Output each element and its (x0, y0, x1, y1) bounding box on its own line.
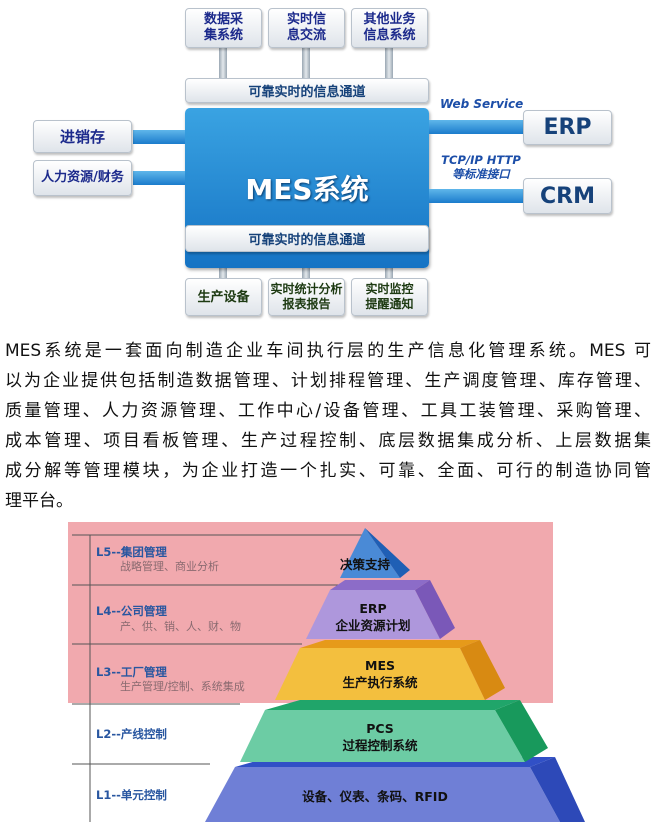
tier-pcs-subtitle: 过程控制系统 (342, 738, 418, 753)
paragraph-line: 成分解等管理模块，为企业打造一个扎实、可靠、全面、可行的制造协同管 (5, 461, 651, 481)
tier-side (365, 528, 410, 578)
tcp-line1: TCP/IP HTTP (441, 153, 521, 167)
tier-pcs-label: PCS 过程控制系统 (305, 720, 455, 754)
tier-top (265, 700, 520, 710)
connector-arrow (302, 48, 310, 78)
tier-mes-label: MES 生产执行系统 (305, 657, 455, 691)
web-service-label: Web Service (440, 97, 524, 111)
top-box-data-collection: 数据采 集系统 (185, 8, 262, 48)
double-arrow (429, 120, 523, 134)
tier-pcs (240, 710, 525, 762)
erp-box: ERP (523, 110, 612, 145)
tier-mes-subtitle: 生产执行系统 (342, 675, 418, 690)
connector-arrow (219, 48, 227, 78)
description-paragraph: MES系统是一套面向制造企业车间执行层的生产信息化管理系统。MES 可 以为企业… (5, 336, 651, 516)
tier-mes (275, 648, 485, 700)
tier-side (415, 580, 455, 639)
level-l4-desc: 产、供、销、人、财、物 (120, 620, 241, 633)
paragraph-line: 以为企业提供包括制造数据管理、计划排程管理、生产调度管理、库存管理、 (5, 371, 651, 391)
tier-side (495, 700, 548, 762)
paragraph-line: MES系统是一套面向制造企业车间执行层的生产信息化管理系统。MES 可 (5, 341, 651, 361)
tcp-label: TCP/IP HTTP 等标准接口 (436, 153, 526, 181)
tier-erp (306, 590, 440, 639)
top-box-realtime-info: 实时信 息交流 (268, 8, 345, 48)
crm-box: CRM (523, 178, 612, 214)
paragraph-line: 质量管理、人力资源管理、工作中心/设备管理、工具工装管理、采购管理、 (5, 401, 651, 421)
channel-bottom: 可靠实时的信息通道 (185, 225, 429, 252)
bottom-box-equipment: 生产设备 (185, 278, 262, 316)
bottom-box-statistics: 实时统计分析 报表报告 (268, 278, 345, 316)
left-box-hr-finance: 人力资源/财务 (33, 160, 132, 196)
channel-top: 可靠实时的信息通道 (185, 78, 429, 103)
level-l3-label: L3--工厂管理 (96, 665, 167, 679)
level-l5-label: L5--集团管理 (96, 545, 167, 559)
tier-decision-label: 决策支持 (339, 557, 390, 572)
level-l3-desc: 生产管理/控制、系统集成 (120, 680, 245, 693)
double-arrow (133, 171, 185, 185)
tier-erp-title: ERP (359, 601, 387, 616)
tier-erp-subtitle: 企业资源计划 (335, 618, 411, 633)
level-l2-label: L2--产线控制 (96, 727, 167, 741)
tier-erp-label: ERP 企业资源计划 (313, 600, 433, 634)
tier-side (530, 757, 585, 822)
connector-arrow (385, 48, 393, 78)
level-l5-desc: 战略管理、商业分析 (120, 560, 219, 573)
double-arrow (429, 189, 523, 203)
bottom-box-monitoring: 实时监控 提醒通知 (351, 278, 428, 316)
top-box-other-systems: 其他业务 信息系统 (351, 8, 428, 48)
level-l4-label: L4--公司管理 (96, 604, 167, 618)
tier-base (205, 767, 560, 822)
level-l1-label: L1--单元控制 (96, 788, 167, 802)
tier-side (460, 640, 505, 700)
tier-top (330, 580, 430, 590)
tier-top (300, 640, 480, 648)
left-box-inventory: 进销存 (33, 120, 132, 153)
tier-decision (340, 528, 400, 578)
paragraph-line: 理平台。 (5, 491, 73, 511)
paragraph-line: 成本管理、项目看板管理、生产过程控制、底层数据集成分析、上层数据集 (5, 431, 651, 451)
tier-pcs-title: PCS (366, 721, 394, 736)
double-arrow (133, 130, 185, 144)
tier-mes-title: MES (365, 658, 395, 673)
tcp-line2: 等标准接口 (452, 167, 510, 181)
tier-base-label: 设备、仪表、条码、RFID (302, 789, 448, 804)
